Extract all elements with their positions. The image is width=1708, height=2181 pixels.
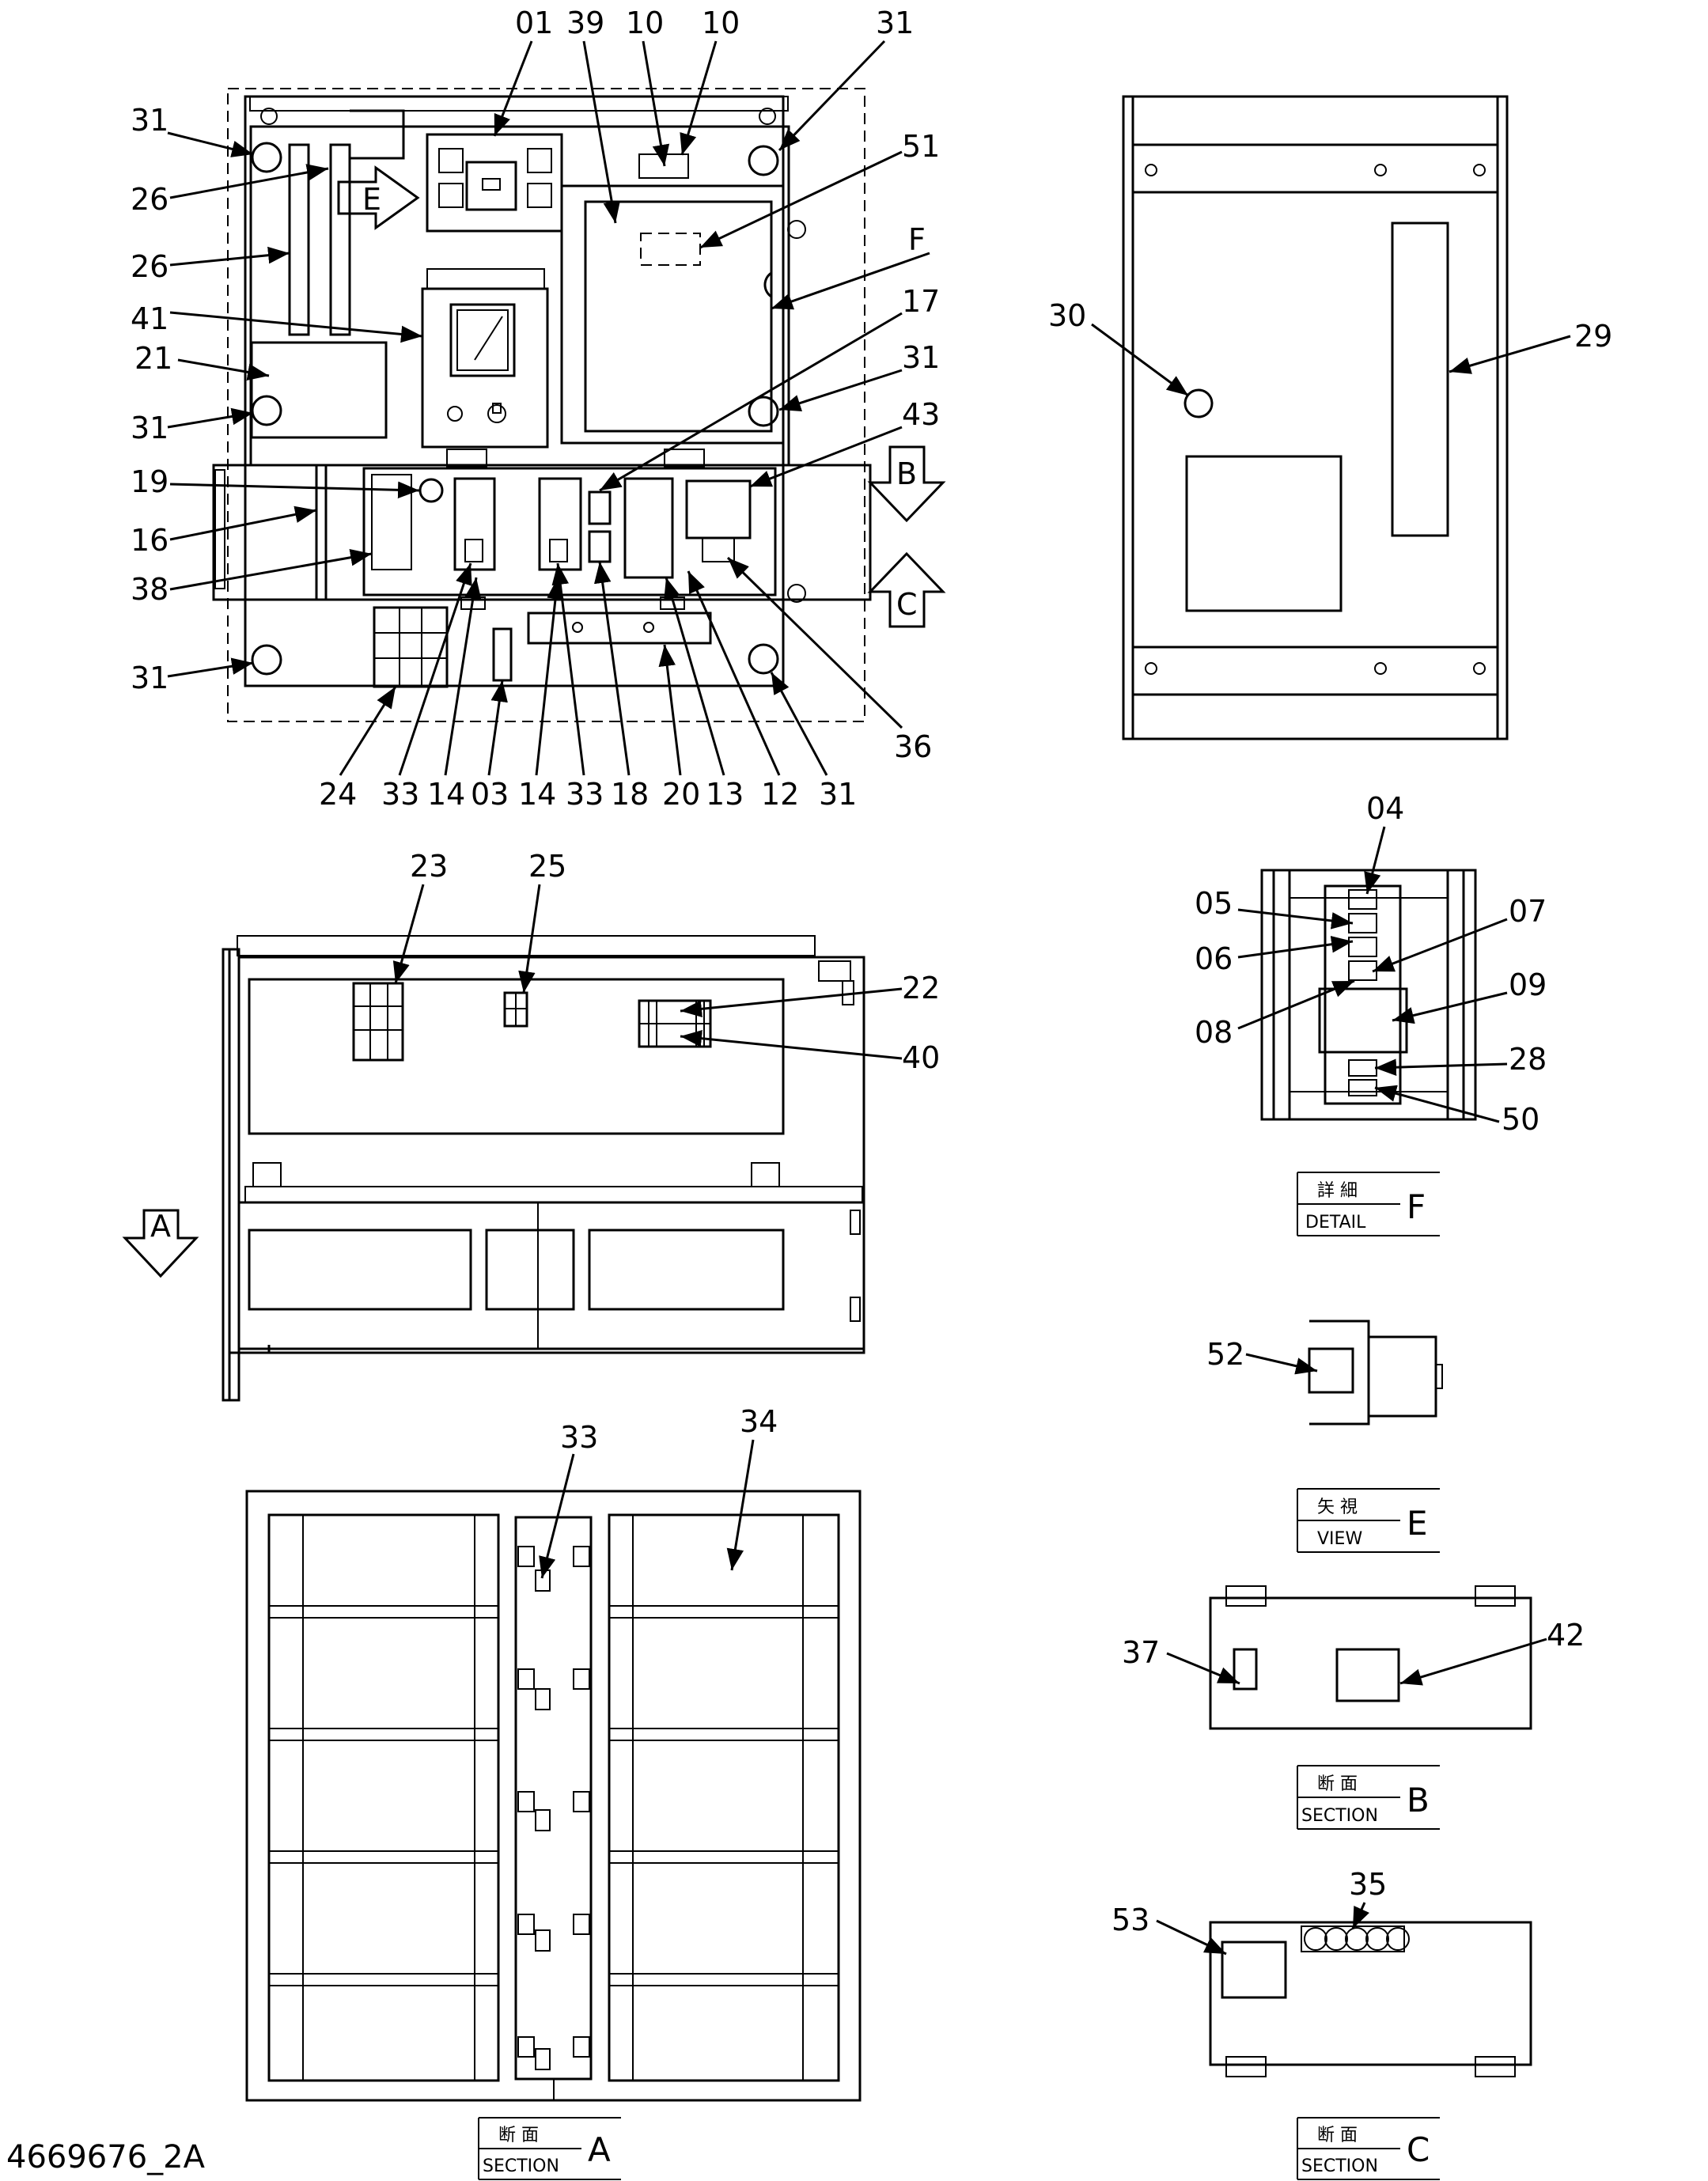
label-31-top-right: 31 — [876, 6, 914, 40]
label-04: 04 — [1366, 791, 1404, 826]
label-06: 06 — [1195, 941, 1233, 976]
detail-f-view — [1260, 869, 1477, 1121]
caption-section-b: 断 面 SECTION B — [1297, 1765, 1440, 1830]
label-14-b: 14 — [518, 777, 556, 812]
label-10-b: 10 — [702, 6, 740, 40]
callouts: 01 39 10 10 31 31 26 26 21 31 41 19 16 3… — [131, 6, 1612, 1956]
caption-section-c-letter: C — [1407, 2130, 1430, 2169]
view-arrow-a-label: A — [150, 1209, 171, 1244]
label-33-a: 33 — [381, 777, 419, 812]
label-07: 07 — [1509, 894, 1547, 929]
label-53: 53 — [1112, 1903, 1149, 1937]
label-31-mid-left: 31 — [131, 411, 169, 445]
label-18: 18 — [611, 777, 649, 812]
caption-detail-f-letter: F — [1407, 1187, 1426, 1226]
caption-view-e: 矢 視 VIEW E — [1297, 1488, 1440, 1553]
label-14-a: 14 — [427, 777, 465, 812]
label-22: 22 — [902, 971, 940, 1005]
label-52: 52 — [1206, 1337, 1244, 1372]
label-40: 40 — [902, 1040, 940, 1075]
caption-section-a: 断 面 SECTION A — [478, 2117, 621, 2180]
caption-section-b-letter: B — [1407, 1781, 1430, 1819]
label-19: 19 — [131, 464, 169, 499]
front-section-view: A — [122, 935, 865, 1402]
label-33-b: 33 — [566, 777, 604, 812]
label-41: 41 — [131, 301, 169, 336]
caption-section-b-en: SECTION — [1301, 1806, 1378, 1826]
section-b-view — [1209, 1585, 1532, 1730]
label-35: 35 — [1349, 1867, 1387, 1902]
main-panel-view: E B C — [212, 88, 946, 722]
label-21: 21 — [134, 341, 172, 376]
caption-section-c-jp: 断 面 — [1317, 2126, 1358, 2145]
caption-section-a-en: SECTION — [483, 2156, 559, 2176]
view-arrow-e-label: E — [362, 182, 381, 217]
side-panel-view — [1122, 95, 1509, 740]
view-e-part — [1308, 1320, 1443, 1426]
label-37: 37 — [1122, 1635, 1160, 1670]
label-25: 25 — [528, 849, 566, 884]
label-12: 12 — [761, 777, 799, 812]
label-51: 51 — [902, 129, 940, 164]
caption-section-b-jp: 断 面 — [1317, 1774, 1358, 1794]
label-08: 08 — [1195, 1015, 1233, 1050]
label-26-a: 26 — [131, 182, 169, 217]
label-26-b: 26 — [131, 249, 169, 284]
section-a-view — [245, 1490, 862, 2102]
label-34: 34 — [740, 1404, 778, 1439]
label-50: 50 — [1502, 1102, 1539, 1137]
caption-view-e-letter: E — [1407, 1504, 1428, 1543]
label-31-mid-right: 31 — [902, 340, 940, 375]
caption-detail-f: 詳 細 DETAIL F — [1297, 1172, 1440, 1236]
label-39: 39 — [566, 6, 604, 40]
caption-section-a-letter: A — [588, 2130, 611, 2169]
caption-view-e-en: VIEW — [1317, 1529, 1362, 1549]
label-03: 03 — [471, 777, 509, 812]
label-f: F — [908, 222, 926, 257]
label-23: 23 — [410, 849, 448, 884]
label-09: 09 — [1509, 967, 1547, 1002]
label-29: 29 — [1574, 319, 1612, 354]
caption-view-e-jp: 矢 視 — [1317, 1498, 1358, 1517]
label-38: 38 — [131, 572, 169, 607]
label-43: 43 — [902, 397, 940, 432]
caption-section-a-jp: 断 面 — [498, 2126, 539, 2145]
caption-section-c-en: SECTION — [1301, 2156, 1378, 2176]
label-16: 16 — [131, 523, 169, 558]
caption-detail-f-jp: 詳 細 — [1317, 1181, 1358, 1201]
label-31-bottom-right: 31 — [819, 777, 857, 812]
caption-section-c: 断 面 SECTION C — [1297, 2117, 1440, 2180]
view-arrow-b-label: B — [896, 456, 917, 491]
section-c-view — [1209, 1921, 1532, 2077]
drawing-id: 4669676_2A — [6, 2139, 206, 2175]
label-31-top-left: 31 — [131, 103, 169, 138]
label-20: 20 — [662, 777, 700, 812]
label-24: 24 — [319, 777, 357, 812]
label-42: 42 — [1547, 1618, 1585, 1653]
label-33-section-a: 33 — [560, 1420, 598, 1455]
view-arrow-c-label: C — [896, 587, 918, 622]
caption-detail-f-en: DETAIL — [1305, 1213, 1366, 1232]
label-10-a: 10 — [626, 6, 664, 40]
label-28: 28 — [1509, 1042, 1547, 1077]
label-01: 01 — [515, 6, 553, 40]
label-31-bottom-left: 31 — [131, 661, 169, 695]
label-30: 30 — [1048, 298, 1086, 333]
label-05: 05 — [1195, 886, 1233, 921]
label-17: 17 — [902, 284, 940, 319]
label-13: 13 — [706, 777, 744, 812]
label-36: 36 — [894, 729, 932, 764]
